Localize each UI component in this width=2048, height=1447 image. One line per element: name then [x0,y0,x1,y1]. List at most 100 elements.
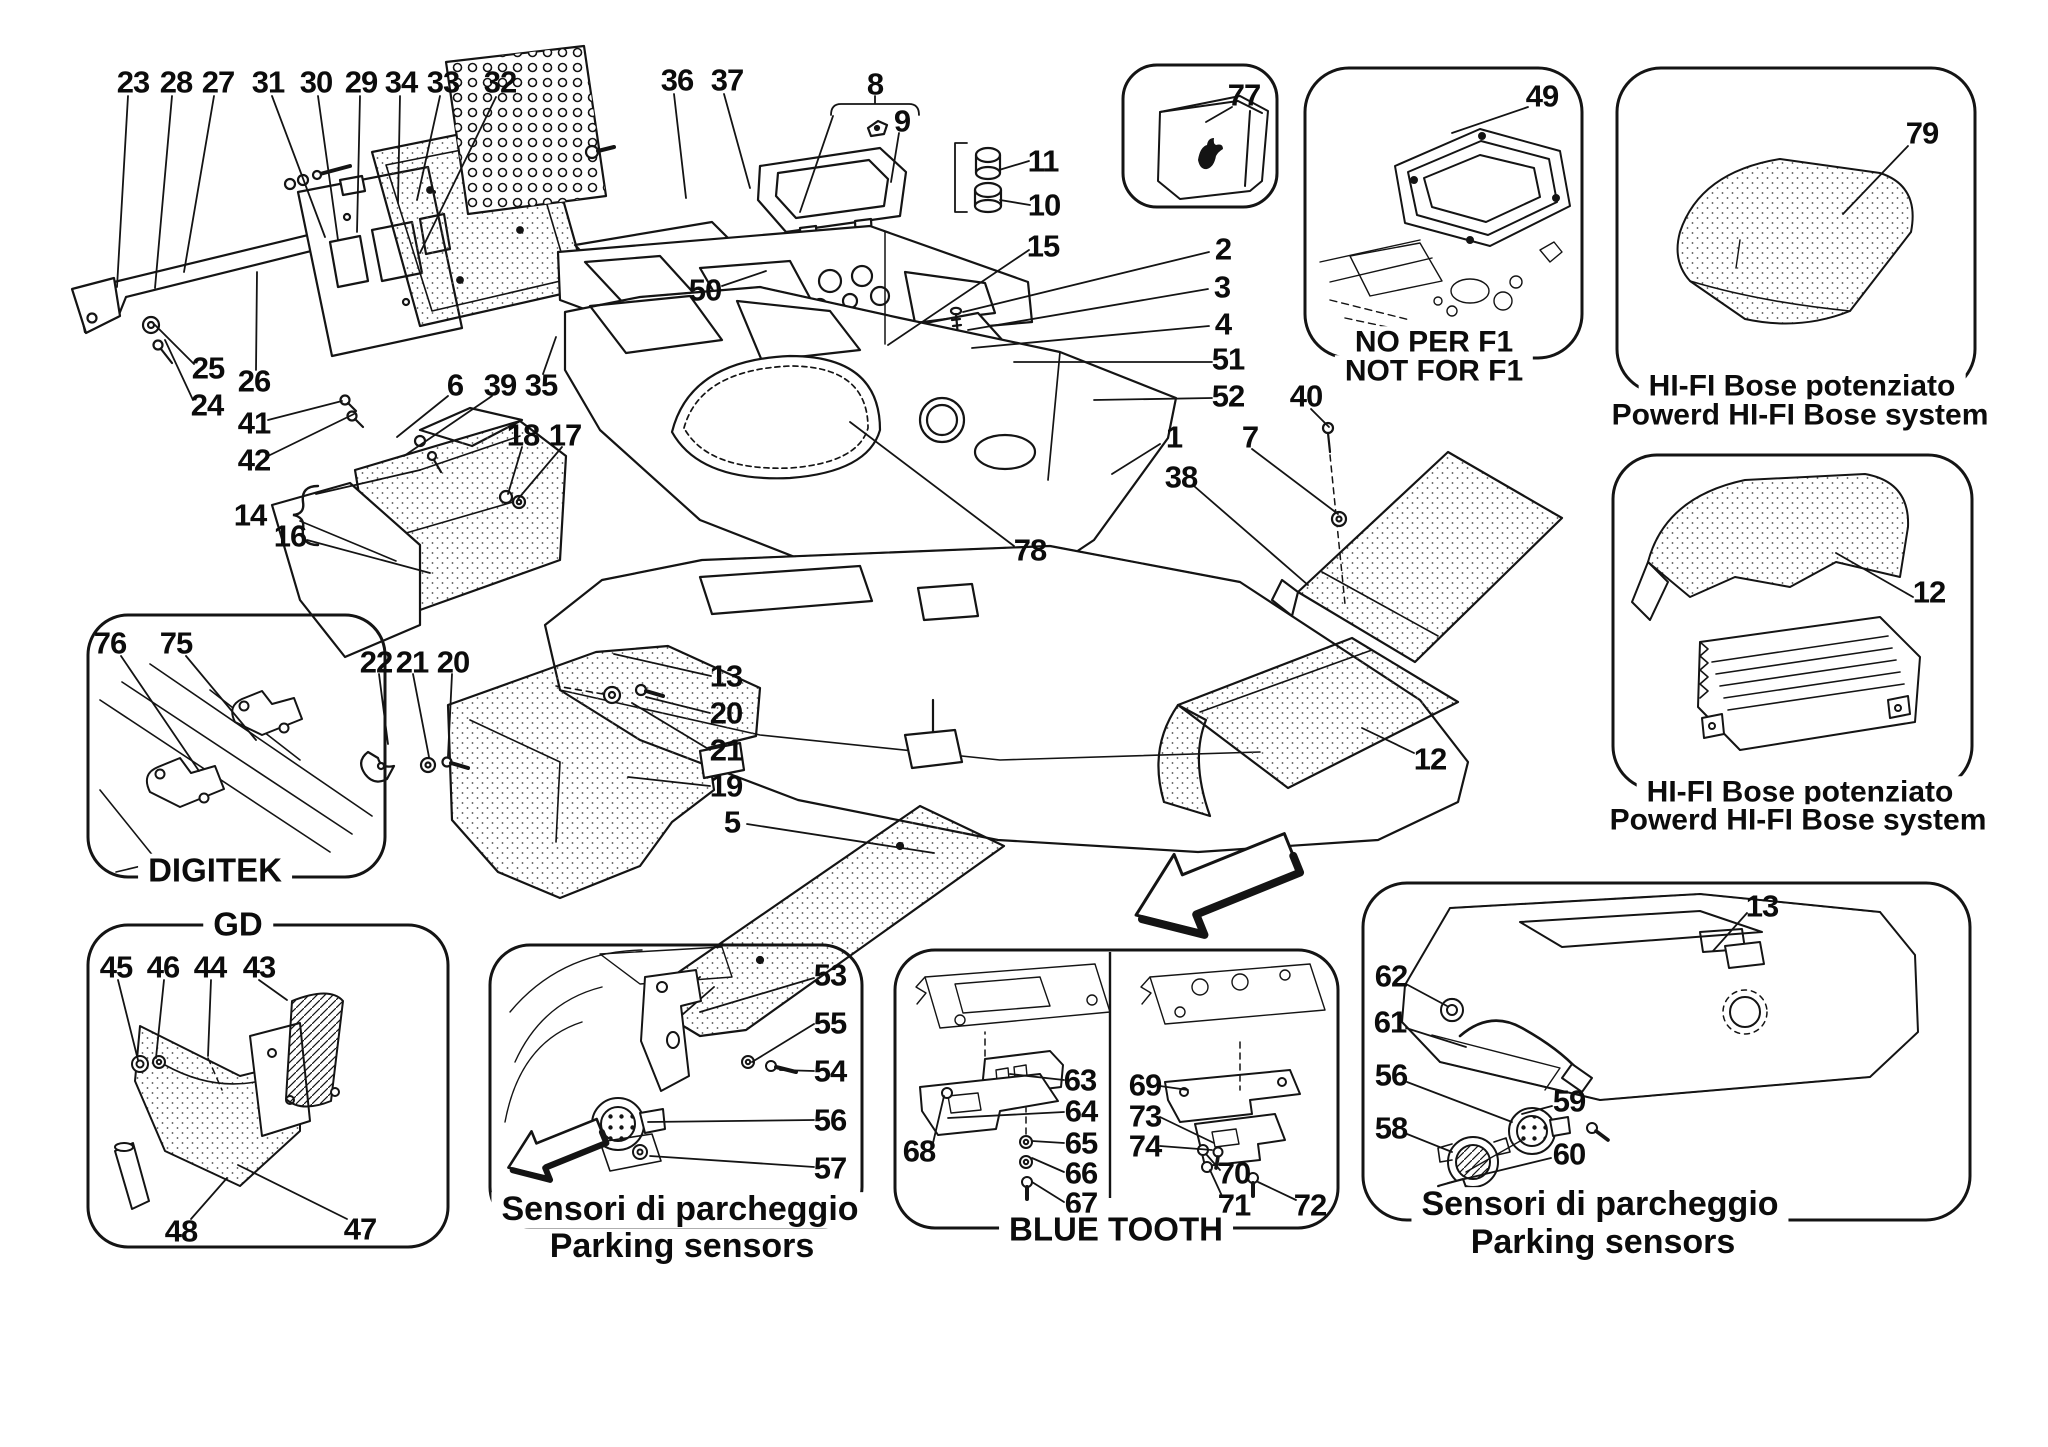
caption-gd: GD [203,907,273,943]
callout-6: 6 [446,367,464,403]
callout-12-box: 12 [1912,574,1946,610]
callout-47: 47 [343,1211,377,1247]
caption-digitek: DIGITEK [138,853,292,889]
parking-sensor-right-drawing [1401,893,1919,1210]
callout-39: 39 [483,367,517,403]
direction-arrow-mid [507,1117,610,1183]
callout-1: 1 [1165,419,1183,455]
callout-52: 52 [1211,378,1245,414]
callout-21: 21 [395,644,429,680]
callout-38: 38 [1164,459,1198,495]
callout-10: 10 [1027,187,1061,223]
callout-64: 64 [1064,1093,1098,1129]
gd-duct-drawing [114,992,344,1210]
pouch-drawing [1157,95,1269,200]
callout-79: 79 [1905,115,1939,151]
callout-33: 33 [426,64,460,100]
callout-44: 44 [193,949,227,985]
shift-bezel-drawing [1319,128,1571,335]
callout-40: 40 [1289,378,1323,414]
parking-sensor-mid-drawing [504,946,798,1183]
callout-11: 11 [1027,143,1060,179]
callout-13-box: 13 [1745,888,1779,924]
perforated-plate-drawing [444,44,616,216]
callout-54: 54 [813,1053,847,1089]
callout-42: 42 [237,442,271,478]
callout-27: 27 [201,64,235,100]
bracket-assembly-drawing [270,394,568,659]
caption-bose-mid-it: HI-FI Bose potenziato [1636,776,1964,808]
callout-72: 72 [1293,1187,1327,1223]
socket-parts-drawing [954,142,1003,214]
callout-3: 3 [1213,269,1231,305]
callout-56-box: 56 [1374,1057,1408,1093]
callout-49: 49 [1525,78,1559,114]
callout-2: 2 [1214,231,1232,267]
callout-57: 57 [813,1150,847,1186]
callout-20: 20 [436,644,470,680]
callout-58: 58 [1374,1110,1408,1146]
callout-12-main: 12 [1413,741,1447,777]
callout-15: 15 [1026,228,1060,264]
callout-62: 62 [1374,958,1408,994]
callout-29: 29 [344,64,378,100]
callout-25: 25 [191,350,225,386]
leader-lines [116,93,1914,1220]
box-pouch [1121,63,1279,209]
caption-bose-top-it: HI-FI Bose potenziato [1638,370,1966,402]
callout-16: 16 [273,518,307,554]
callout-56-mid: 56 [813,1102,847,1138]
callout-23: 23 [116,64,150,100]
caption-no-per-f1: NO PER F1 [1344,326,1524,358]
callout-14: 14 [233,497,267,533]
callout-41: 41 [237,405,271,441]
callout-66: 66 [1064,1155,1098,1191]
callout-69: 69 [1128,1067,1162,1103]
callout-48: 48 [164,1213,198,1249]
callout-68: 68 [902,1133,936,1169]
callout-32: 32 [483,64,517,100]
caption-parking-right-it: Sensori di parcheggio [1411,1186,1789,1223]
heat-shield-12-drawing [1157,636,1460,818]
callout-45: 45 [99,949,133,985]
callout-22: 22 [359,644,393,680]
callout-35: 35 [524,367,558,403]
callout-26: 26 [237,363,271,399]
caption-bose-mid-en: Powerd HI-FI Bose system [1599,804,1997,836]
callout-78: 78 [1013,532,1047,568]
caption-parking-mid-it: Sensori di parcheggio [491,1191,869,1228]
callout-28: 28 [159,64,193,100]
callout-37: 37 [710,62,744,98]
direction-arrow-main [1134,832,1305,939]
heat-shield-38-drawing [1270,421,1564,664]
callout-36: 36 [660,62,694,98]
callout-43: 43 [242,949,276,985]
callout-46: 46 [146,949,180,985]
callout-74: 74 [1128,1128,1162,1164]
callout-7: 7 [1241,419,1259,455]
callout-24: 24 [190,387,224,423]
callout-61: 61 [1373,1004,1407,1040]
bose-cushion-drawing [1676,158,1914,325]
callout-13: 13 [709,658,743,694]
callout-21b: 21 [709,732,743,768]
callout-4: 4 [1214,306,1232,342]
callout-31: 31 [251,64,285,100]
callout-59: 59 [1552,1083,1586,1119]
callout-53: 53 [813,957,847,993]
callout-76: 76 [93,625,127,661]
callout-9: 9 [893,103,911,139]
floor-panel-drawing [658,804,1006,1038]
callout-60: 60 [1552,1136,1586,1172]
caption-not-for-f1: NOT FOR F1 [1334,355,1534,387]
caption-parking-mid-en: Parking sensors [539,1228,825,1265]
callout-75: 75 [159,625,193,661]
callout-34: 34 [384,64,418,100]
callout-55: 55 [813,1005,847,1041]
caption-parking-right-en: Parking sensors [1460,1224,1746,1261]
side-panel-19-drawing [360,644,762,900]
caption-bose-top-en: Powerd HI-FI Bose system [1601,399,1999,431]
bose-amplifier-drawing [1631,473,1921,751]
